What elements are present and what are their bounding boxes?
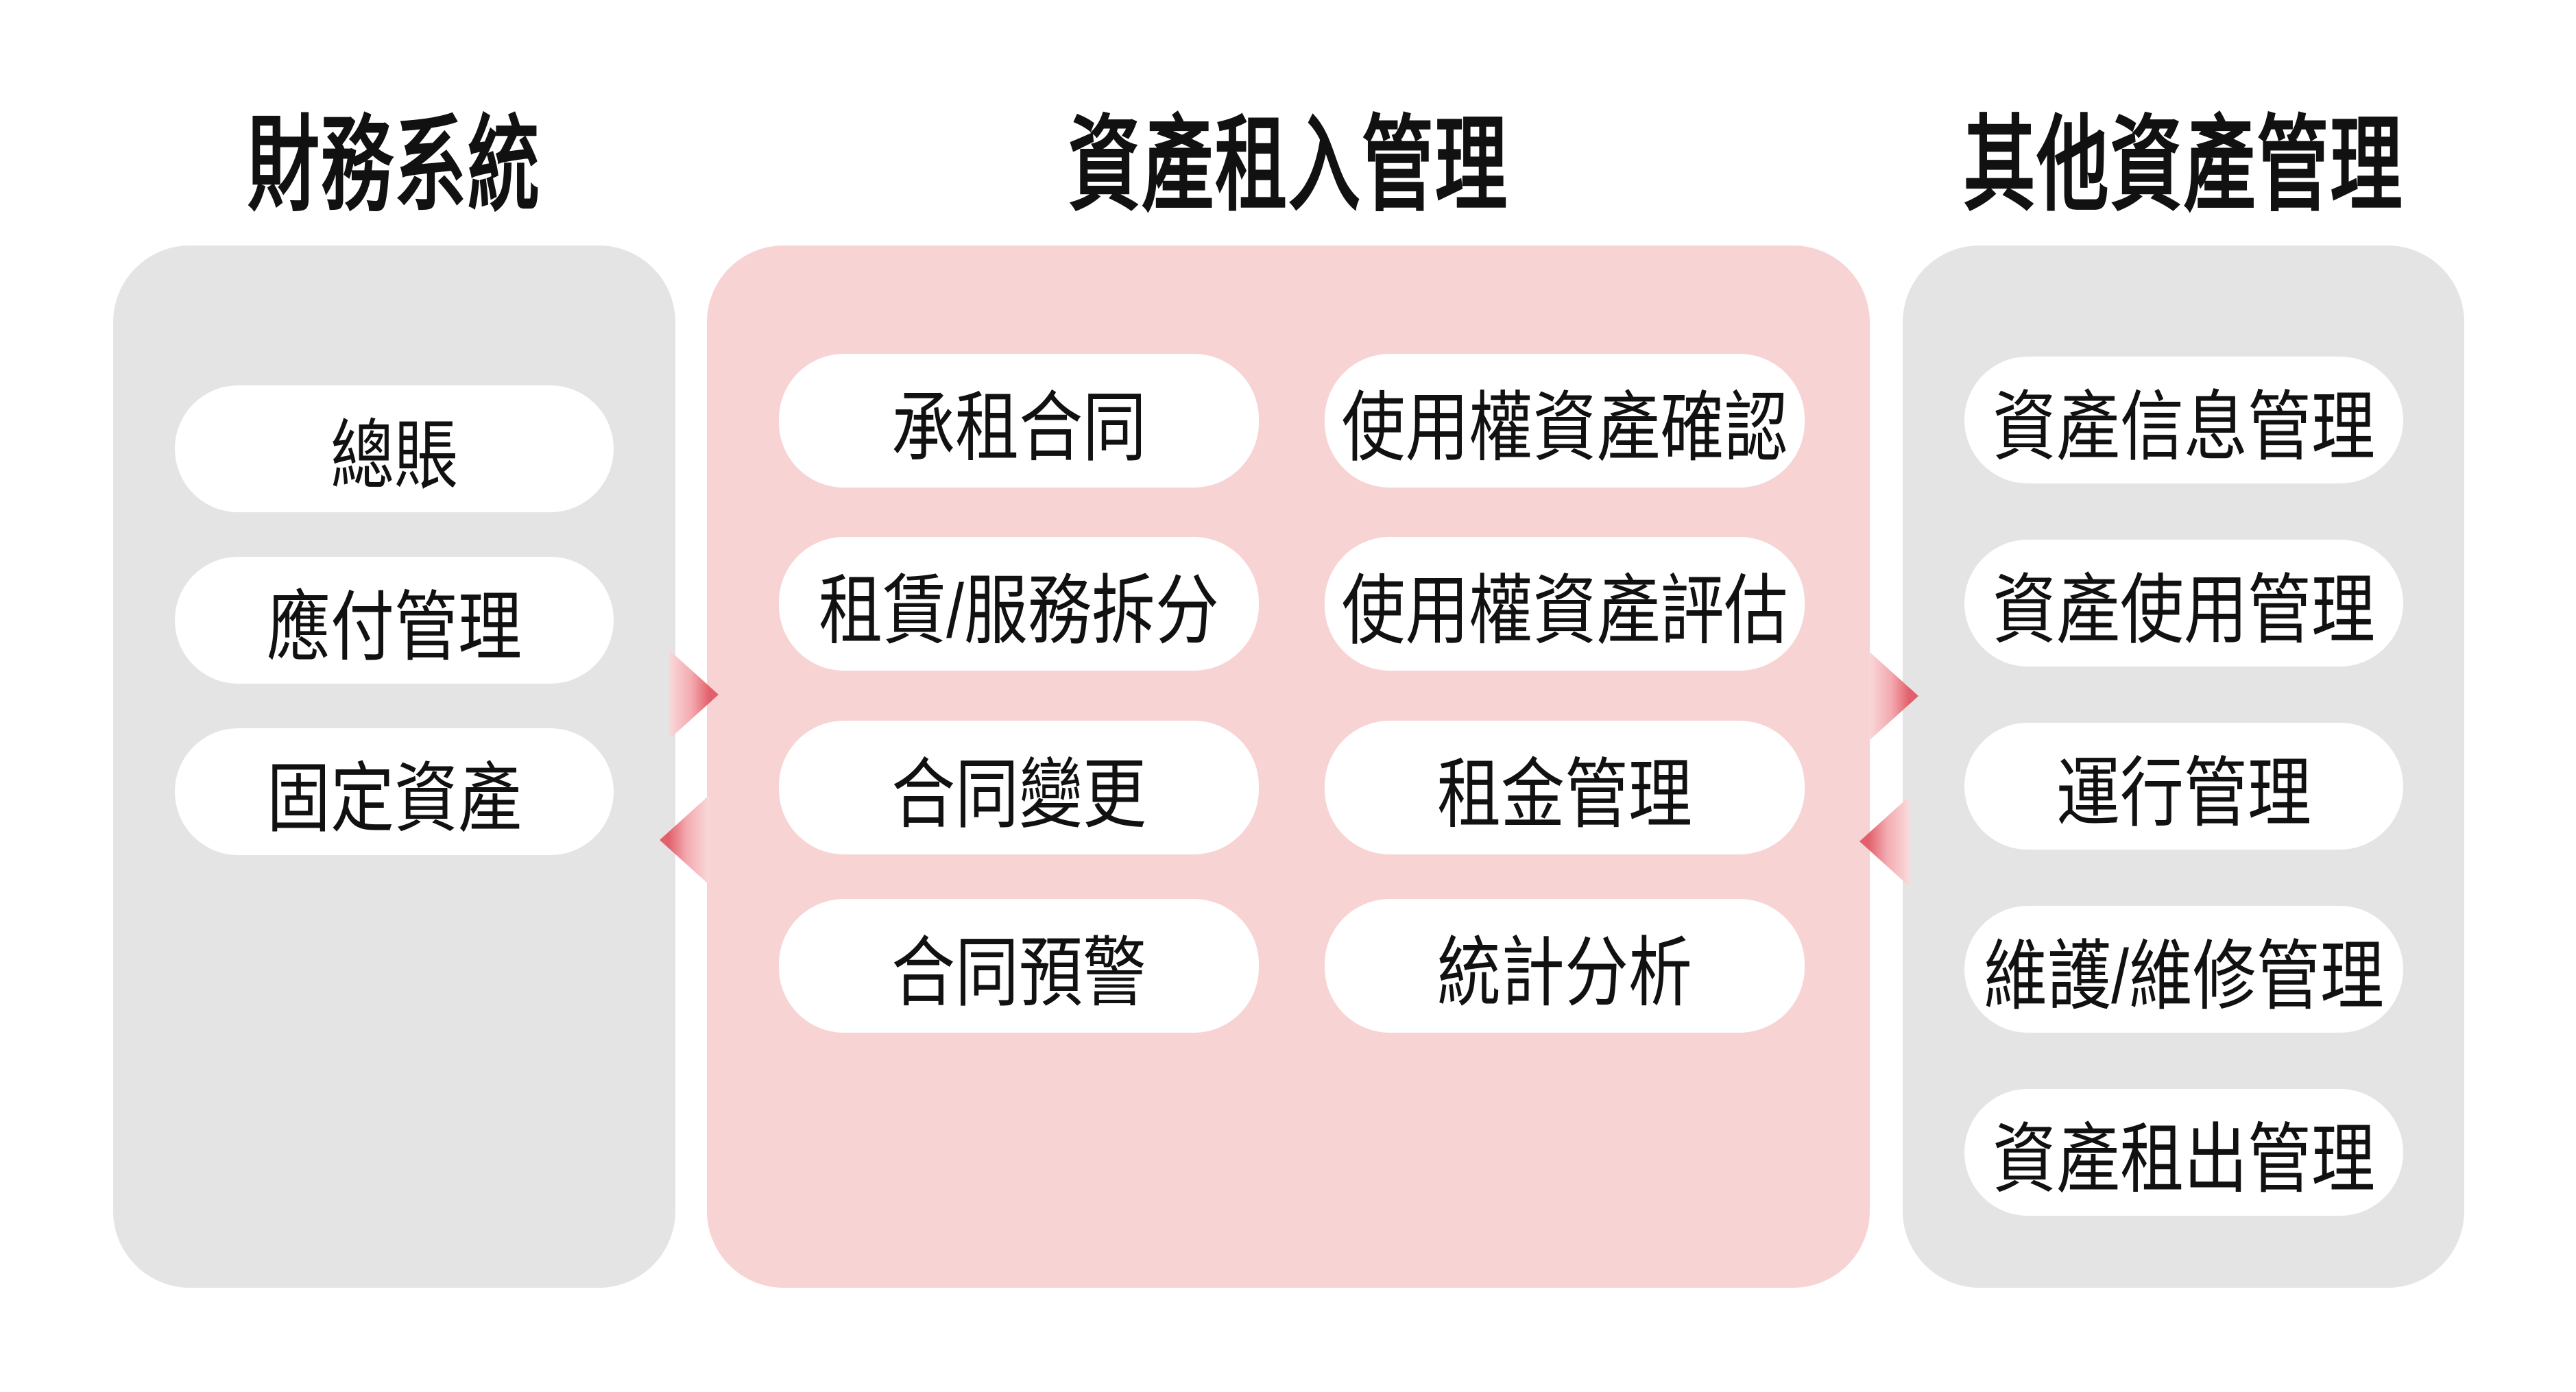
module-maintenance-repair-management: 維護/維修管理 — [1964, 906, 2403, 1033]
module-rou-asset-confirmation-label: 使用權資產確認 — [1341, 385, 1788, 471]
module-operation-management: 運行管理 — [1964, 723, 2403, 850]
module-fixed-assets: 固定資產 — [175, 728, 614, 855]
panel-finance-system: 總賬 應付管理 固定資產 — [113, 245, 675, 1288]
module-payables-management: 應付管理 — [175, 557, 614, 684]
module-lease-service-split-label: 租賃/服務拆分 — [819, 568, 1219, 654]
heading-asset-lease-in-management: 資產租入管理 — [707, 88, 1870, 225]
module-rou-asset-evaluation: 使用權資產評估 — [1325, 537, 1805, 671]
module-fixed-assets-label: 固定資產 — [267, 756, 522, 842]
module-contract-change-label: 合同變更 — [891, 752, 1146, 838]
panel-asset-lease-in-management: 承租合同 租賃/服務拆分 合同變更 合同預警 使用權資產確認 使用權資產評估 租… — [707, 245, 1870, 1288]
module-general-ledger: 總賬 — [175, 385, 614, 512]
module-contract-alert-label: 合同預警 — [891, 930, 1146, 1016]
module-payables-management-label: 應付管理 — [267, 584, 522, 671]
module-statistical-analysis-label: 統計分析 — [1437, 930, 1692, 1016]
module-lease-contract: 承租合同 — [779, 354, 1259, 488]
module-rou-asset-confirmation: 使用權資產確認 — [1325, 354, 1805, 488]
module-lease-service-split: 租賃/服務拆分 — [779, 537, 1259, 671]
module-rou-asset-evaluation-label: 使用權資產評估 — [1341, 568, 1788, 654]
module-contract-change: 合同變更 — [779, 721, 1259, 854]
module-contract-alert: 合同預警 — [779, 899, 1259, 1033]
module-statistical-analysis: 統計分析 — [1325, 899, 1805, 1033]
module-maintenance-repair-management-label: 維護/維修管理 — [1984, 933, 2384, 1020]
module-asset-lease-out-management: 資產租出管理 — [1964, 1089, 2403, 1216]
module-asset-information-management-label: 資產信息管理 — [1993, 384, 2375, 470]
module-general-ledger-label: 總賬 — [330, 413, 458, 499]
heading-other-asset-management-text: 其他資產管理 — [1963, 107, 2404, 224]
module-asset-usage-management: 資產使用管理 — [1964, 540, 2403, 667]
module-asset-lease-out-management-label: 資產租出管理 — [1993, 1116, 2375, 1203]
heading-asset-lease-in-management-text: 資產租入管理 — [1068, 107, 1508, 224]
heading-finance-system-text: 財務系統 — [247, 107, 541, 224]
module-operation-management-label: 運行管理 — [2056, 750, 2311, 837]
module-asset-usage-management-label: 資產使用管理 — [1993, 567, 2375, 653]
module-rent-management: 租金管理 — [1325, 721, 1805, 854]
panel-other-asset-management: 資產信息管理 資產使用管理 運行管理 維護/維修管理 資產租出管理 — [1903, 245, 2464, 1288]
heading-other-asset-management: 其他資產管理 — [1903, 88, 2464, 225]
module-lease-contract-label: 承租合同 — [891, 385, 1146, 471]
module-rent-management-label: 租金管理 — [1437, 752, 1692, 838]
module-asset-information-management: 資產信息管理 — [1964, 357, 2403, 483]
heading-finance-system: 財務系統 — [113, 88, 675, 225]
